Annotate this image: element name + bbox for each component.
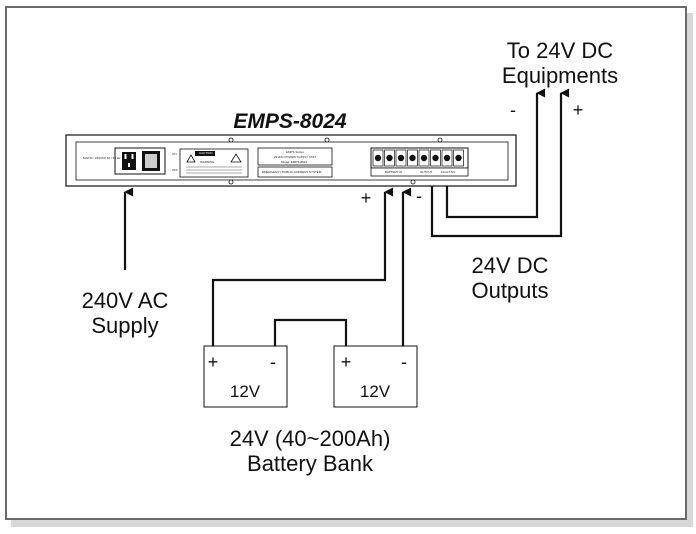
terminal-output-text: OUTPUT [420, 170, 433, 174]
terminal-screw [420, 154, 428, 162]
terminal-screw [397, 154, 405, 162]
dc-equipment-line-1: To 24V DC [506, 38, 614, 63]
battery-link-wire [273, 318, 348, 346]
battery-1-plus: + [207, 352, 219, 372]
product-info-label [257, 147, 333, 178]
dc-equipment-plus: + [572, 100, 584, 120]
warning-text: WARNING [200, 160, 215, 164]
battery-2-voltage: 12V [359, 382, 391, 401]
battery-bank-line-2: Battery Bank [247, 451, 373, 477]
battery-bank-line-1: 24V (40~200Ah) [229, 426, 391, 451]
battery-input-plus: + [360, 188, 372, 208]
battery-2 [333, 345, 418, 408]
battery-2-minus: - [401, 352, 407, 372]
terminal-screw [374, 154, 382, 162]
battery-1 [203, 345, 288, 408]
dc-equipment-label: To 24V DC Equipments [470, 38, 650, 89]
dc-equipment-minus: - [510, 100, 516, 120]
switch-off-text: OFF [172, 168, 178, 172]
switch-on-text: ON [172, 152, 177, 156]
terminal-relay-text: FAULT NO [441, 170, 456, 174]
product-desc-text: 24VDC POWER SUPPLY UNIT [274, 155, 317, 159]
mains-rating-text: MAINS : 240VAC 50 / 60 Hz [83, 156, 121, 160]
model-title: EMPS-8024 [233, 110, 347, 133]
battery-1-voltage: 12V [229, 382, 261, 401]
battery-2-plus: + [340, 352, 352, 372]
diagram-frame [5, 6, 687, 520]
terminal-screw [386, 154, 393, 162]
battery-positive-wire [211, 187, 394, 346]
ac-supply-line-1: 240V AC [81, 288, 169, 313]
terminal-block [370, 147, 469, 177]
dc-output-positive-wire [430, 88, 570, 238]
power-inlet [114, 147, 166, 175]
caution-label [179, 148, 249, 178]
product-series-text: EMPS Series [286, 150, 304, 154]
terminal-screw [409, 154, 416, 162]
terminal-screw [455, 154, 462, 162]
dc-outputs-line-2: Outputs [471, 278, 549, 304]
terminal-battery-text: BATTERY IN [385, 170, 403, 174]
rack-panel [65, 134, 517, 187]
terminal-screw [432, 154, 439, 162]
ac-supply-line-2: Supply [91, 313, 159, 339]
dc-outputs-label: 24V DC Outputs [440, 253, 580, 304]
battery-input-minus: - [416, 186, 422, 206]
terminal-screw [443, 154, 451, 162]
dc-output-negative-wire [445, 88, 546, 219]
system-name-text: EMERGENCY PUBLIC ADDRESS SYSTEM [262, 170, 322, 174]
product-model-text: Model: EMPS-8024 [281, 160, 308, 164]
battery-1-minus: - [270, 352, 276, 372]
dc-equipment-line-2: Equipments [501, 63, 619, 89]
wiring [123, 88, 570, 346]
ac-supply-label: 240V AC Supply [55, 288, 195, 339]
battery-bank-label: 24V (40~200Ah) Battery Bank [190, 426, 430, 477]
dc-outputs-line-1: 24V DC [471, 253, 549, 278]
caution-text: CAUTION [199, 151, 213, 155]
